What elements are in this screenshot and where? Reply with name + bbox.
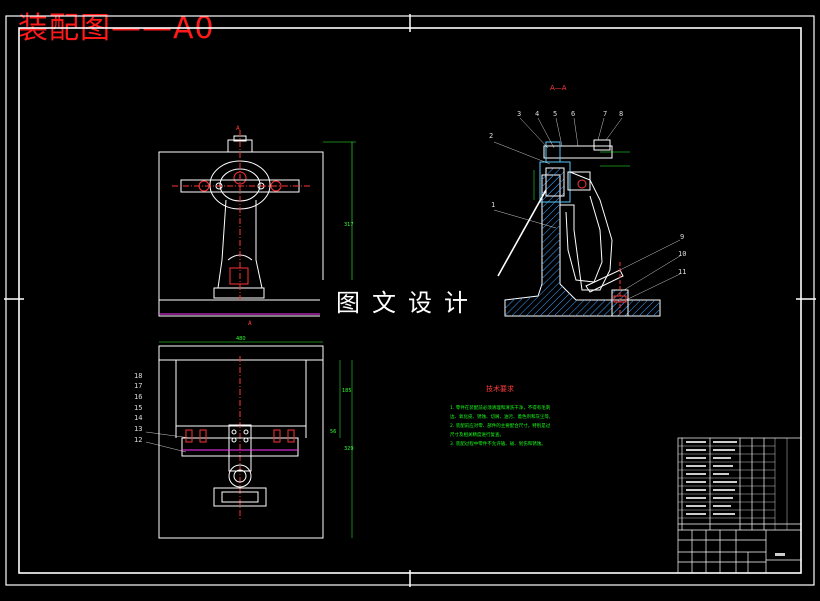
part-label: 14: [134, 414, 143, 422]
front-view: [158, 130, 356, 317]
tech-requirements-list: 1. 零件在装配前必须清理和清洗干净，不得有毛刺、飞 边、氧化皮、锈蚀、切屑、油…: [450, 404, 550, 449]
part-label: 5: [553, 110, 558, 118]
tech-requirement-item: 2. 装配前应对零、部件的主要配合尺寸，特别是过盈配合: [450, 424, 550, 429]
tech-requirement-item: 1. 零件在装配前必须清理和清洗干净，不得有毛刺、飞: [450, 406, 550, 411]
watermark: 图文设计: [320, 280, 496, 320]
section-view: [493, 117, 681, 317]
part-label: 10: [678, 250, 687, 258]
tech-requirement-item: 3. 装配过程中零件不允许磕、碰、划伤和锈蚀。: [450, 442, 546, 447]
part-label: 12: [134, 436, 143, 444]
title-block-lettering: [686, 441, 785, 556]
dim-front-height: 317: [344, 222, 354, 228]
part-label: 18: [134, 372, 143, 380]
part-label: 17: [134, 382, 143, 390]
part-label: 7: [603, 110, 608, 118]
part-label: 2: [489, 132, 494, 140]
part-label: 11: [678, 268, 687, 276]
view-label-mid: A: [248, 320, 252, 327]
dim-plan-h2: 56: [330, 429, 337, 435]
section-label: A—A: [550, 84, 567, 92]
part-label: 4: [535, 110, 540, 118]
dim-plan-h1: 185: [342, 388, 352, 394]
dim-plan-width: 480: [236, 336, 246, 342]
tech-requirement-item: 边、氧化皮、锈蚀、切屑、油污、着色剂和灰尘等。: [450, 415, 550, 420]
part-label: 15: [134, 404, 143, 412]
part-label: 8: [619, 110, 624, 118]
part-label: 9: [680, 233, 685, 241]
dim-plan-h3: 329: [344, 446, 354, 452]
title-block-rows: [678, 438, 788, 530]
part-label: 3: [517, 110, 522, 118]
part-label: 1: [491, 201, 496, 209]
tech-requirements-title: 技术要求: [486, 385, 514, 393]
part-label: 13: [134, 425, 143, 433]
tech-requirement-item: 尺寸及相关精度进行复查。: [450, 433, 504, 438]
part-label: 16: [134, 393, 143, 401]
part-label: 6: [571, 110, 576, 118]
view-label-top: A: [236, 125, 240, 132]
title-block: [677, 437, 802, 574]
plan-view: [145, 341, 353, 539]
